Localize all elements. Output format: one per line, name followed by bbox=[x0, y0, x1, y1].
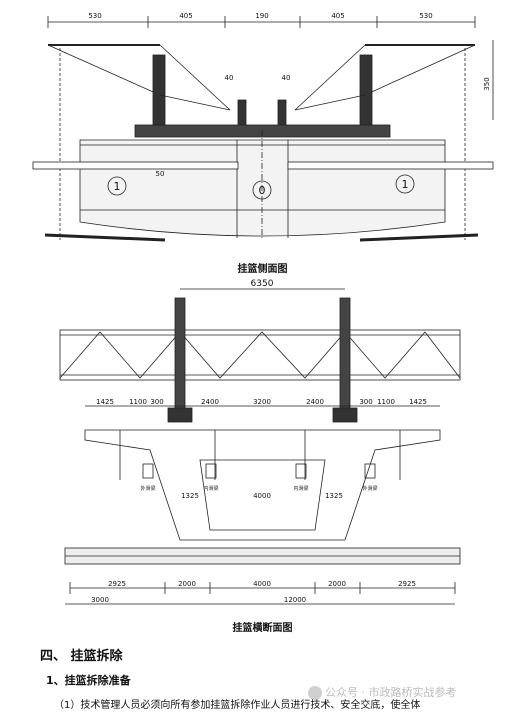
segment-label: 1 bbox=[402, 178, 409, 191]
segment-label: 1 bbox=[114, 180, 121, 193]
section-heading: 四、 挂篮拆除 bbox=[40, 649, 123, 664]
dim-label: 40 bbox=[282, 74, 291, 82]
figure-caption: 挂篮横断面图 bbox=[232, 623, 293, 634]
girder-label: 外滑梁 bbox=[140, 485, 155, 492]
dim-label: 530 bbox=[88, 12, 101, 20]
dim-label: 1325 bbox=[325, 492, 343, 500]
body-paragraph: （1）技术管理人员必须向所有参加挂篮拆除作业人员进行技术、安全交底，使全体 bbox=[54, 700, 421, 711]
dim-label: 4000 bbox=[253, 492, 271, 500]
dim-label: 190 bbox=[255, 12, 268, 20]
girder-label: 外滑梁 bbox=[362, 485, 377, 492]
dim-label: 1100 bbox=[129, 398, 147, 406]
dim-label: 50 bbox=[156, 170, 165, 178]
figure-caption: 挂篮侧面图 bbox=[237, 264, 288, 275]
wechat-icon bbox=[308, 686, 322, 700]
dim-label: 40 bbox=[225, 74, 234, 82]
watermark-text: 公众号 · 市政路桥实战参考 bbox=[325, 686, 457, 699]
dim-label: 405 bbox=[179, 12, 192, 20]
dim-label: 4000 bbox=[253, 580, 271, 588]
dim-label: 350 bbox=[483, 77, 491, 90]
dim-label: 1325 bbox=[181, 492, 199, 500]
dim-label: 6350 bbox=[251, 279, 274, 289]
dim-label: 12000 bbox=[284, 596, 306, 604]
subsection-heading: 1、挂篮拆除准备 bbox=[46, 674, 131, 687]
dim-label: 2925 bbox=[108, 580, 126, 588]
dim-label: 3200 bbox=[253, 398, 271, 406]
segment-label: 0 bbox=[259, 184, 266, 197]
girder-label: 内滑梁 bbox=[293, 485, 308, 492]
girder-label: 内滑梁 bbox=[203, 485, 218, 492]
dim-label: 2925 bbox=[398, 580, 416, 588]
dim-label: 1425 bbox=[409, 398, 427, 406]
dim-label: 405 bbox=[331, 12, 344, 20]
side-view-drawing: 530 405 190 405 530 350 40 40 50 1 0 1 bbox=[32, 12, 494, 242]
dim-label: 2400 bbox=[201, 398, 219, 406]
dim-label: 530 bbox=[419, 12, 432, 20]
watermark: 公众号 · 市政路桥实战参考 bbox=[308, 684, 457, 700]
dim-label: 1425 bbox=[96, 398, 114, 406]
dim-label: 300 bbox=[150, 398, 163, 406]
dim-label: 1100 bbox=[377, 398, 395, 406]
dim-label: 2400 bbox=[306, 398, 324, 406]
dim-label: 2000 bbox=[178, 580, 196, 588]
dim-label: 2000 bbox=[328, 580, 346, 588]
cross-section-drawing: 6350 1425 1100 300 2400 3200 2400 300 11… bbox=[59, 279, 461, 605]
dim-label: 3000 bbox=[91, 596, 109, 604]
dim-label: 300 bbox=[359, 398, 372, 406]
